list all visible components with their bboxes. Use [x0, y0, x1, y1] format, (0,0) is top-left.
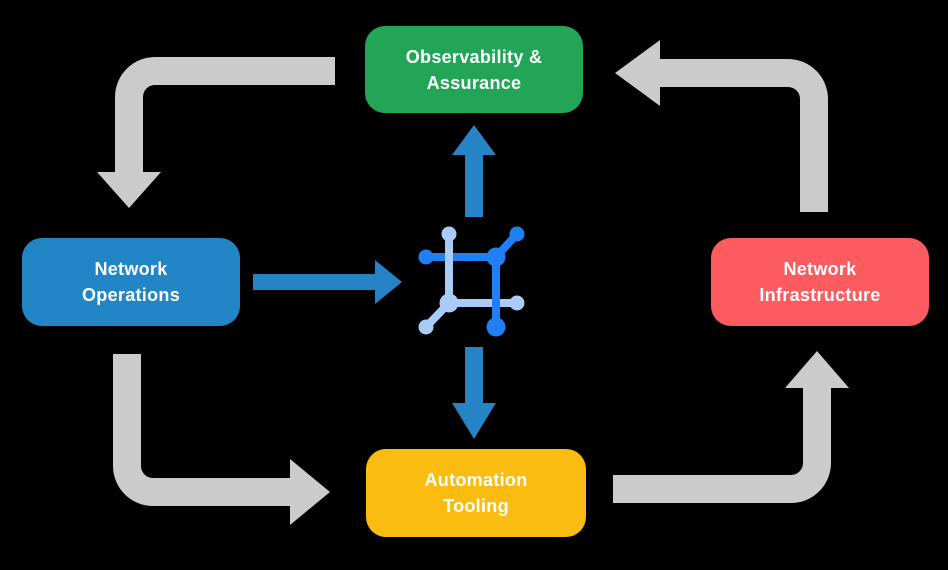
- arrow-infrastructure-to-observability: [615, 40, 828, 212]
- hub-left-node: [418, 249, 434, 265]
- arrow-observability-to-operations: [97, 57, 335, 208]
- hub-light-under-group: [445, 295, 525, 311]
- node-label-line: Network: [94, 259, 168, 279]
- arrow-hub-to-automation: [452, 347, 496, 439]
- hub-right-node: [509, 295, 525, 311]
- arrow-automation-to-infrastructure: [613, 351, 849, 503]
- node-label-line: Operations: [81, 285, 181, 305]
- hub-topright-node: [509, 226, 525, 242]
- hub-bottom-node: [486, 317, 506, 337]
- arrow-hub-to-observability: [452, 125, 496, 217]
- node-label-line: Automation: [424, 470, 528, 490]
- hub-topright-corner-node: [486, 247, 506, 267]
- node-automation-tooling: Automation Tooling: [366, 449, 586, 537]
- node-label-line: Network: [783, 259, 857, 279]
- node-observability-assurance: Observability & Assurance: [365, 26, 583, 113]
- hub-top-node: [441, 226, 457, 242]
- hub-dark-group: [418, 226, 525, 337]
- hub-bottomleft-node: [418, 319, 434, 335]
- network-hub-icon: [418, 226, 525, 337]
- node-label-line: Observability &: [405, 46, 543, 67]
- node-network-operations: Network Operations: [22, 238, 240, 326]
- arrow-operations-to-automation: [113, 354, 330, 525]
- node-label-line: Infrastructure: [759, 285, 881, 305]
- node-network-infrastructure: Network Infrastructure: [711, 238, 929, 326]
- node-label-line: Tooling: [443, 496, 509, 516]
- hub-light-over-group: [418, 226, 459, 335]
- arrow-operations-to-hub: [253, 260, 402, 304]
- node-label-line: Assurance: [426, 72, 522, 93]
